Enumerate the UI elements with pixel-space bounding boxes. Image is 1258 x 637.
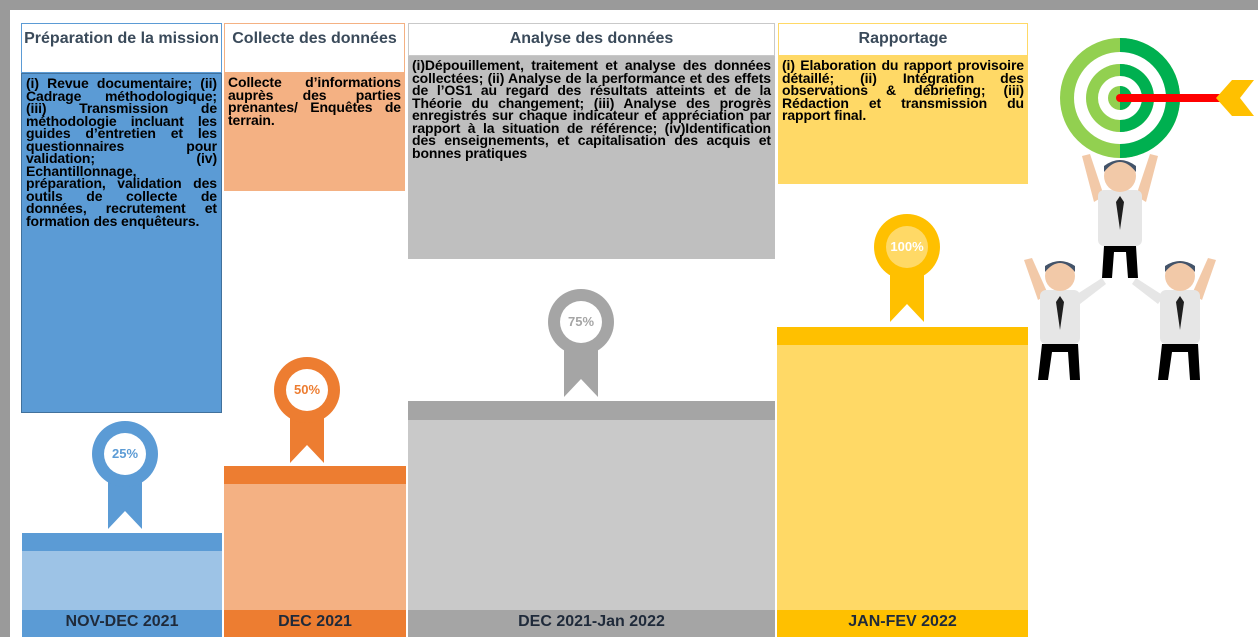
stage-1-description: (i) Revue documentaire; (ii) Cadrage mét…	[21, 73, 222, 413]
stage-2-bar-top	[224, 466, 406, 484]
stage-4-description: (i) Elaboration du rapport provisoire dé…	[778, 56, 1028, 184]
stage-1-period: NOV-DEC 2021	[22, 610, 222, 637]
stage-2-progress: 50%	[293, 382, 321, 397]
stage-4-award-ribbon-icon: 100%	[872, 214, 942, 324]
stage-3-bar	[408, 420, 775, 610]
stage-2-period: DEC 2021	[224, 610, 406, 637]
stage-1-award-ribbon-icon: 25%	[90, 421, 160, 531]
stage-4-bar	[777, 345, 1028, 610]
stage-1-bar-top	[22, 533, 222, 551]
stage-3-progress: 75%	[567, 314, 595, 329]
businessmen-pyramid-icon	[1018, 150, 1223, 385]
arrow-icon	[1116, 68, 1258, 128]
stage-1-title: Préparation de la mission	[21, 23, 222, 73]
stage-4-period: JAN-FEV 2022	[777, 610, 1028, 637]
stage-1-bar	[22, 551, 222, 610]
stage-3-description: (i)Dépouillement, traitement et analyse …	[408, 56, 775, 259]
stage-2-description: Collecte d’informations auprès des parti…	[224, 73, 405, 191]
stage-1-progress: 25%	[111, 446, 139, 461]
stage-2-award-ribbon-icon: 50%	[272, 357, 342, 465]
stage-4-title: Rapportage	[778, 23, 1028, 56]
stage-3-award-ribbon-icon: 75%	[546, 289, 616, 399]
stage-4-progress: 100%	[890, 239, 924, 254]
stage-3-period: DEC 2021-Jan 2022	[408, 610, 775, 637]
stage-4-bar-top	[777, 327, 1028, 345]
stage-3-bar-top	[408, 401, 775, 420]
stage-2-title: Collecte des données	[224, 23, 405, 73]
timeline-diagram: Préparation de la mission (i) Revue docu…	[10, 10, 1258, 637]
stage-2-bar	[224, 484, 406, 610]
stage-3-title: Analyse des données	[408, 23, 775, 56]
